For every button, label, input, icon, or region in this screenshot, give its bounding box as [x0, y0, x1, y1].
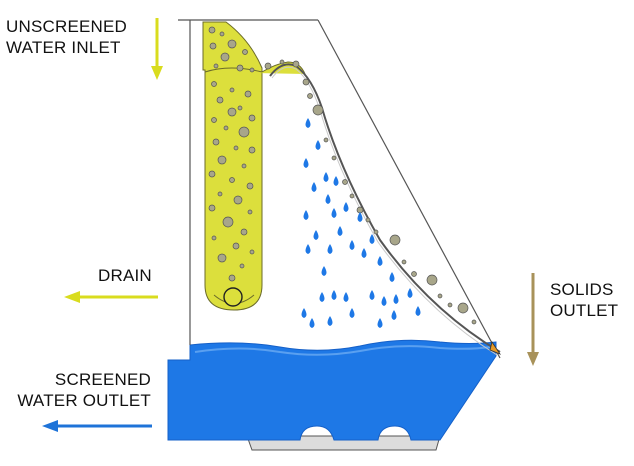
label-line: UNSCREENED — [6, 17, 128, 36]
label-line: WATER INLET — [6, 38, 121, 57]
arrow-down-icon — [151, 18, 163, 80]
inlet-chamber — [202, 21, 263, 311]
drain-port-icon — [223, 287, 243, 307]
label-line: DRAIN — [98, 266, 152, 285]
solids-discharge-lip — [489, 341, 502, 355]
label-line: OUTLET — [550, 301, 619, 320]
label-solids-outlet: SOLIDS OUTLET — [550, 279, 618, 321]
arrow-left-icon — [42, 420, 152, 432]
label-line: WATER OUTLET — [17, 391, 151, 410]
arrow-left-icon — [64, 291, 158, 303]
housing-slope — [317, 19, 501, 359]
label-line: SCREENED — [54, 370, 151, 389]
label-unscreened-water-inlet: UNSCREENED WATER INLET — [6, 16, 127, 58]
outlet-tank — [167, 339, 497, 441]
water-surface-highlight — [194, 345, 491, 356]
label-screened-water-outlet: SCREENED WATER OUTLET — [6, 369, 151, 411]
label-line: SOLIDS — [550, 280, 614, 299]
label-drain: DRAIN — [98, 265, 152, 286]
particles — [208, 26, 477, 325]
screen-surface-inner — [271, 66, 498, 356]
water-droplets — [301, 118, 421, 328]
arrow-down-icon — [527, 273, 539, 366]
